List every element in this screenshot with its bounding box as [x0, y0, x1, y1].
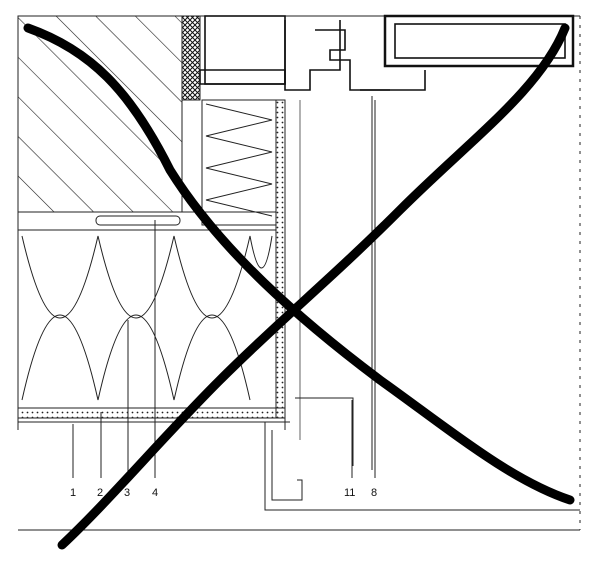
sealing-strip [181, 15, 201, 101]
leader-lines [72, 100, 376, 478]
sill-profile [264, 397, 580, 511]
window-frame [199, 14, 575, 91]
callout-1: 1 [70, 487, 76, 499]
callout-8: 8 [371, 487, 377, 499]
cross-out-mark [23, 23, 575, 550]
upper-insulation [201, 99, 277, 226]
callout-11: 11 [344, 487, 355, 499]
render-layer-bottom [17, 407, 286, 419]
lintel-band [17, 211, 277, 231]
masonry-wall [17, 15, 183, 213]
callout-3: 3 [124, 487, 130, 499]
callout-2: 2 [97, 487, 103, 499]
callout-4: 4 [152, 487, 158, 499]
render-layer-vertical [275, 99, 286, 419]
